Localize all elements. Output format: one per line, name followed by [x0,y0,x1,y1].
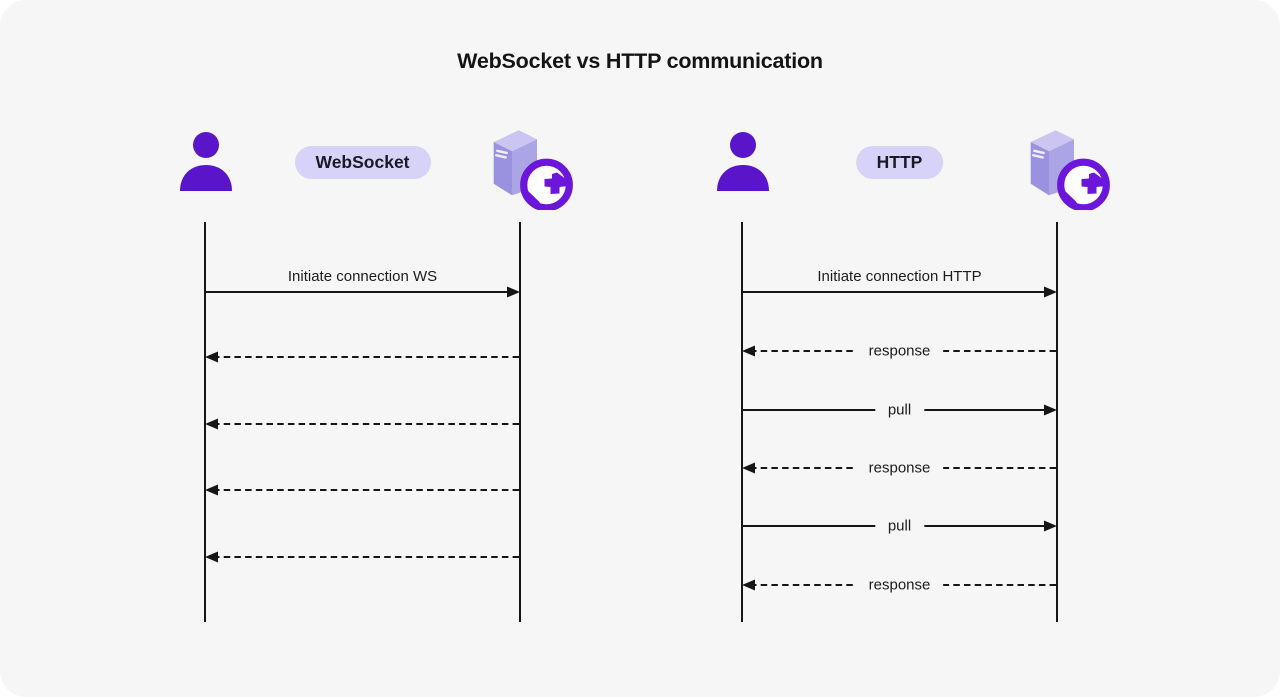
page-title: WebSocket vs HTTP communication [457,49,823,73]
message-arrowhead [742,345,755,357]
message-arrowhead [1044,286,1057,298]
message-arrowhead [1044,404,1057,416]
message-arrowhead [507,286,520,298]
message-arrowhead [205,551,218,563]
message-arrowhead [205,351,218,363]
message-arrowhead [742,579,755,591]
message-arrowhead [205,418,218,430]
message-arrowhead [205,484,218,496]
message-arrowhead [742,462,755,474]
message-arrowhead [1044,520,1057,532]
